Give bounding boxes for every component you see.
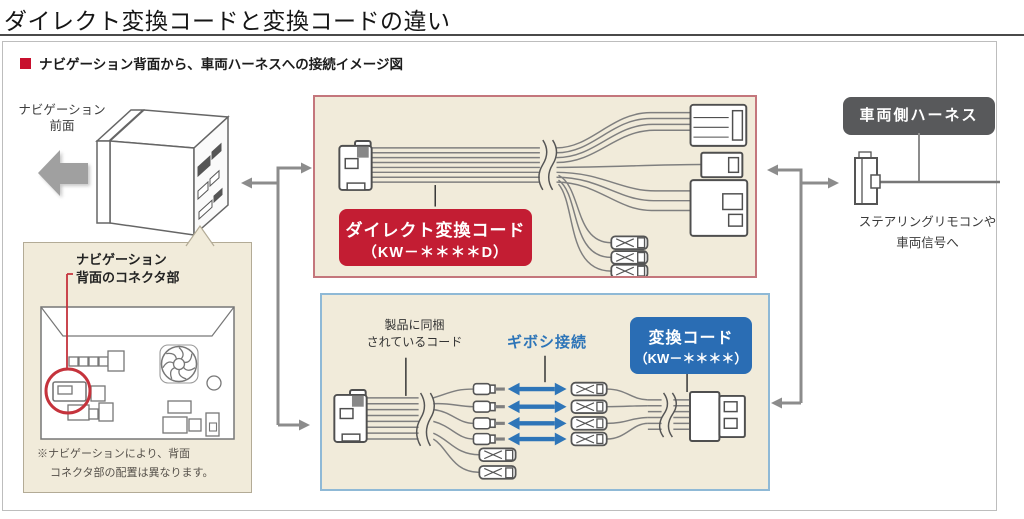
nav-front-arrow-icon	[38, 150, 88, 196]
conversion-cord-panel: 製品に同梱 されているコード ギボシ接続 変換コード （KW－＊＊＊＊）	[320, 293, 770, 491]
rear-connector-box: ナビゲーション 背面のコネクタ部	[23, 242, 252, 493]
male-giboshi-terminals	[472, 382, 505, 446]
direct-cord-panel: ダイレクト変換コード （KW－＊＊＊＊D）	[313, 95, 757, 278]
conversion-cord-label: 変換コード （KW－＊＊＊＊）	[630, 317, 752, 374]
page-title: ダイレクト変換コードと変換コードの違い	[4, 8, 451, 34]
wires	[366, 388, 690, 474]
rear-connector-note: ※ナビゲーションにより、背面 コネクタ部の配置は異なります。	[37, 448, 214, 479]
flat-terminals	[478, 447, 517, 480]
rear-connectors	[197, 142, 223, 221]
rear-panel-drawing	[40, 273, 235, 440]
red-square-bullet-icon	[20, 57, 31, 69]
title-underline	[0, 34, 1024, 36]
female-giboshi-terminals	[570, 381, 608, 447]
break-symbol	[538, 139, 558, 191]
subtitle-text: ナビゲーション背面から、車両ハーネスへの接続イメージ図	[39, 57, 403, 72]
navigation-unit-drawing	[95, 109, 230, 237]
nav-front-label: ナビゲーション 前面	[18, 103, 106, 133]
giboshi-connection-label: ギボシ接続	[506, 334, 587, 351]
label-pointer-lines	[405, 355, 688, 396]
giboshi-connection-arrows	[507, 382, 567, 446]
break-symbol	[415, 392, 436, 447]
direct-cord-label: ダイレクト変換コード （KW－＊＊＊＊D）	[339, 209, 532, 266]
included-cord-label: 製品に同梱 されているコード	[366, 318, 463, 349]
wires	[370, 111, 702, 272]
flat-terminals	[610, 235, 649, 276]
vehicle-harness-drawing	[854, 133, 1000, 205]
conversion-cord-harness-drawing	[333, 355, 746, 480]
rear-connector-box-label: ナビゲーション 背面のコネクタ部	[76, 252, 180, 285]
break-symbol-right	[658, 392, 678, 438]
direct-cord-harness-drawing	[338, 103, 749, 276]
vehicle-harness-label: 車両側ハーネス	[843, 97, 995, 135]
fan-blades	[162, 347, 196, 380]
vehicle-destination-text: ステアリングリモコンや 車両信号へ	[858, 215, 997, 250]
highlight-circle-icon	[44, 273, 92, 415]
diagram-subtitle: ナビゲーション背面から、車両ハーネスへの接続イメージ図	[20, 53, 403, 73]
